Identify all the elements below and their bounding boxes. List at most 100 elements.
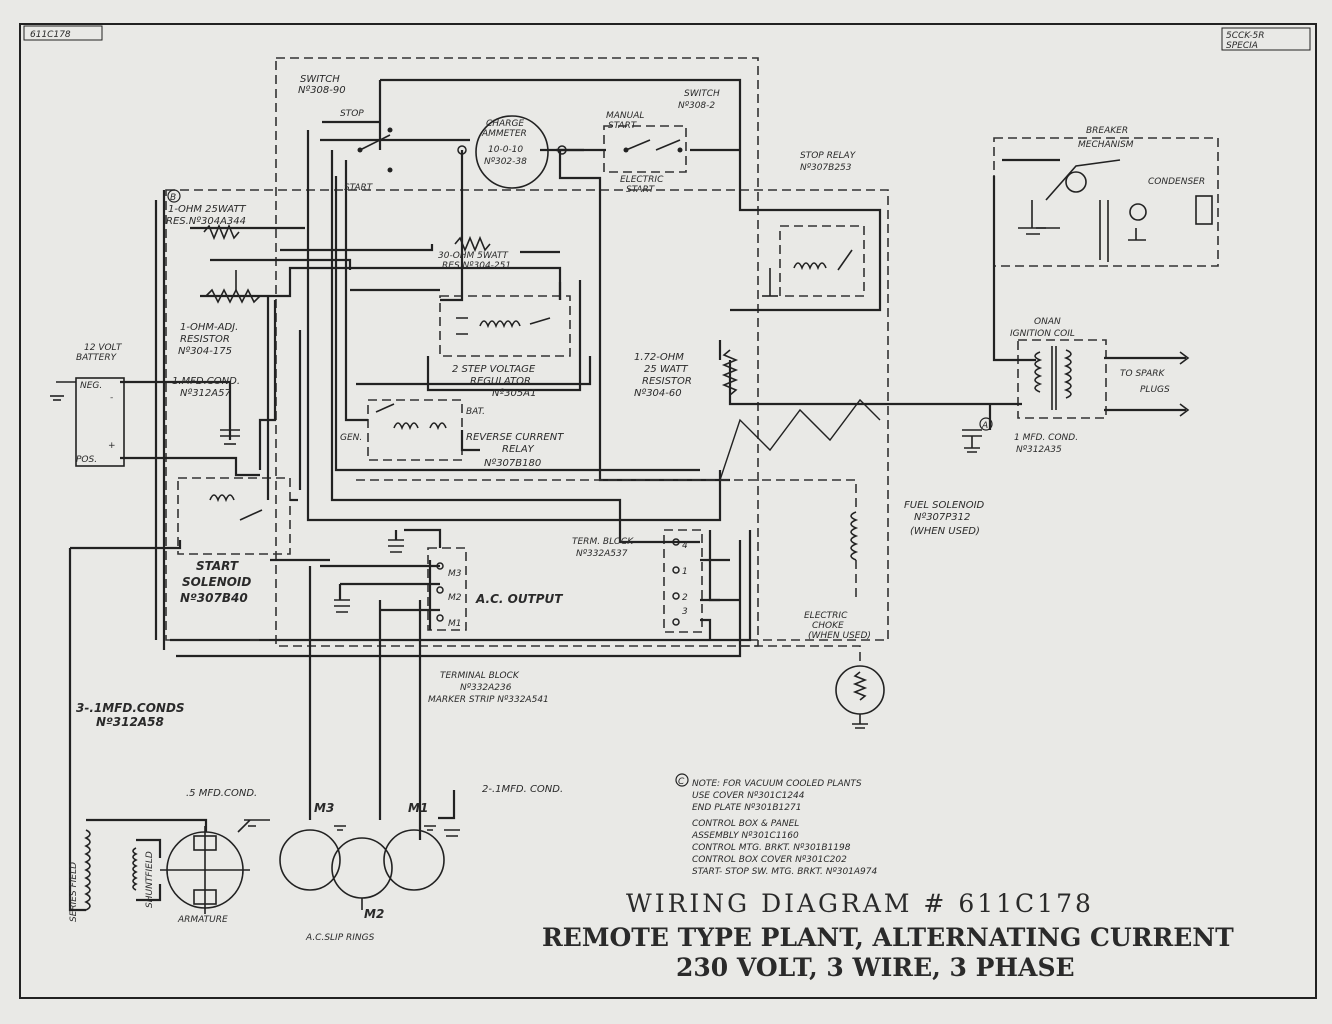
components [50, 115, 1213, 914]
lbl-rcr-2: RELAY [502, 444, 535, 455]
lbl-start: START [344, 183, 374, 193]
lbl-res172-3: RESISTOR [642, 376, 692, 387]
slip-ring-m2 [331, 837, 393, 899]
lbl-ac-output: A.C. OUTPUT [475, 592, 563, 606]
lbl-term-4: 4 [682, 541, 688, 551]
lbl-plus: + [108, 441, 116, 451]
lbl-choke-3: (WHEN USED) [808, 631, 871, 641]
lbl-term-a-1: TERM. BLOCK [572, 537, 634, 547]
lbl-conds3-2: Nº312A58 [96, 715, 164, 729]
note-line-2: USE COVER Nº301C1244 [692, 791, 805, 801]
lbl-shunt-field: SHUNTFIELD [145, 851, 155, 908]
lbl-m1: M1 [408, 801, 428, 815]
lbl-ammeter-1: CHARGE [486, 119, 524, 129]
title-line-2: REMOTE TYPE PLANT, ALTERNATING CURRENT [542, 923, 1234, 952]
charge-ammeter-gauge [475, 115, 549, 189]
ac-term-outline [427, 547, 467, 631]
lbl-reg-1: 2 STEP VOLTAGE [452, 364, 536, 375]
lbl-ac-m1: M1 [448, 619, 462, 629]
lbl-electric-start: START [626, 185, 656, 195]
manual-switch-outline [603, 125, 687, 173]
lbl-conds2: 2-.1MFD. COND. [482, 784, 563, 795]
note-line-8: START- STOP SW. MTG. BRKT. Nº301A974 [692, 867, 877, 877]
lbl-bat: BAT. [466, 407, 485, 417]
stop-relay-outline [779, 225, 865, 297]
lbl-ammeter-4: Nº302-38 [484, 157, 527, 167]
lbl-term-b-1: TERMINAL BLOCK [440, 671, 520, 681]
start-solenoid-outline [177, 477, 291, 555]
labels: SWITCH Nº308-90 STOP START CHARGE AMMETE… [69, 74, 1205, 943]
lbl-mechanism: MECHANISM [1078, 140, 1134, 150]
lbl-stop-relay-2: Nº307B253 [800, 163, 852, 173]
lbl-onan: ONAN [1034, 317, 1061, 327]
drawing-border [19, 23, 1317, 999]
lbl-circle-b: B [170, 193, 176, 203]
lbl-cond-a-1: 1.MFD.COND. [172, 376, 240, 387]
lbl-res30-1: 30-OHM 5WATT [438, 251, 509, 261]
title-line-3: 230 VOLT, 3 WIRE, 3 PHASE [676, 953, 1075, 982]
term-block-outline [663, 529, 703, 633]
lbl-ign-coil: IGNITION COIL [1010, 329, 1075, 339]
lbl-res172-2: 25 WATT [644, 364, 689, 375]
lbl-ac-m3: M3 [448, 569, 462, 579]
lbl-rcr-3: Nº307B180 [484, 458, 541, 469]
lbl-term-b-3: MARKER STRIP Nº332A541 [428, 695, 549, 705]
battery-case [75, 377, 125, 467]
lbl-res172-4: Nº304-60 [634, 388, 682, 399]
lbl-sw2-2: Nº308-2 [678, 101, 715, 111]
note-line-1: NOTE: FOR VACUUM COOLED PLANTS [692, 779, 862, 789]
lbl-term-2: 2 [682, 593, 688, 603]
lbl-m2: M2 [364, 907, 384, 921]
lbl-battery-1: 12 VOLT [84, 343, 123, 353]
lbl-slip-rings: A.C.SLIP RINGS [305, 933, 375, 943]
corner-tag-left-text: 611C178 [30, 30, 71, 40]
corner-tag-right-line2: SPECIA [1226, 41, 1258, 51]
lbl-armature: ARMATURE [177, 915, 228, 925]
lbl-start-sol-3: Nº307B40 [180, 591, 248, 605]
lbl-spark-2: PLUGS [1140, 385, 1170, 395]
lbl-fuel-3: (WHEN USED) [910, 526, 980, 537]
lbl-minus: - [110, 393, 113, 403]
vacuum-cooled-note: NOTE: FOR VACUUM COOLED PLANTS USE COVER… [691, 779, 877, 877]
lbl-electric: ELECTRIC [620, 175, 664, 185]
note-line-3: END PLATE Nº301B1271 [692, 803, 801, 813]
lbl-pos: POS. [76, 455, 97, 465]
corner-tag-right-line1: 5CCK-5R [1226, 31, 1265, 41]
lbl-choke-1: ELECTRIC [804, 611, 848, 621]
lbl-manual-start: START [608, 121, 638, 131]
lbl-switch-1: SWITCH [300, 74, 340, 85]
lbl-series-field: SERIES FIELD [69, 862, 79, 922]
lbl-term-1: 1 [682, 567, 688, 577]
lbl-condenser: CONDENSER [1148, 177, 1205, 187]
lbl-res30-2: RES.Nº304-251 [442, 261, 511, 271]
lbl-term-b-2: Nº332A236 [460, 683, 512, 693]
lbl-cond-b-2: Nº312A35 [1016, 445, 1062, 455]
title-line-1: WIRING DIAGRAM # 611C178 [626, 889, 1094, 918]
lbl-cond-a-2: Nº312A57 [180, 388, 231, 399]
lbl-circle-c: C [678, 777, 685, 787]
lbl-switch-2: Nº308-90 [298, 85, 346, 96]
reverse-relay-outline [367, 399, 463, 461]
lbl-fuel-1: FUEL SOLENOID [904, 500, 985, 511]
lbl-conds3-1: 3-.1MFD.CONDS [76, 701, 185, 715]
lbl-res1-2: RES.Nº304A344 [166, 216, 246, 227]
lbl-res1-1: 1-OHM 25WATT [168, 204, 247, 215]
note-line-5: ASSEMBLY Nº301C1160 [691, 831, 799, 841]
lbl-reg-2: REGULATOR [470, 376, 531, 387]
lbl-ammeter-3: 10-0-10 [488, 145, 523, 155]
lbl-breaker: BREAKER [1086, 126, 1128, 136]
lbl-adj-2: RESISTOR [180, 334, 230, 345]
lbl-ac-m2: M2 [448, 593, 462, 603]
lbl-start-sol-1: START [196, 559, 239, 573]
lbl-cond-5: .5 MFD.COND. [186, 788, 257, 799]
lbl-manual: MANUAL [606, 111, 644, 121]
note-line-4: CONTROL BOX & PANEL [692, 819, 799, 829]
lbl-fuel-2: Nº307P312 [914, 512, 970, 523]
lbl-stop: STOP [340, 109, 364, 119]
lbl-stop-relay-1: STOP RELAY [800, 151, 857, 161]
corner-tag-right: 5CCK-5R SPECIA [1221, 27, 1311, 51]
lbl-term-3: 3 [682, 607, 688, 617]
lbl-reg-3: Nº305A1 [492, 388, 536, 399]
lbl-rcr-1: REVERSE CURRENT [466, 432, 564, 443]
